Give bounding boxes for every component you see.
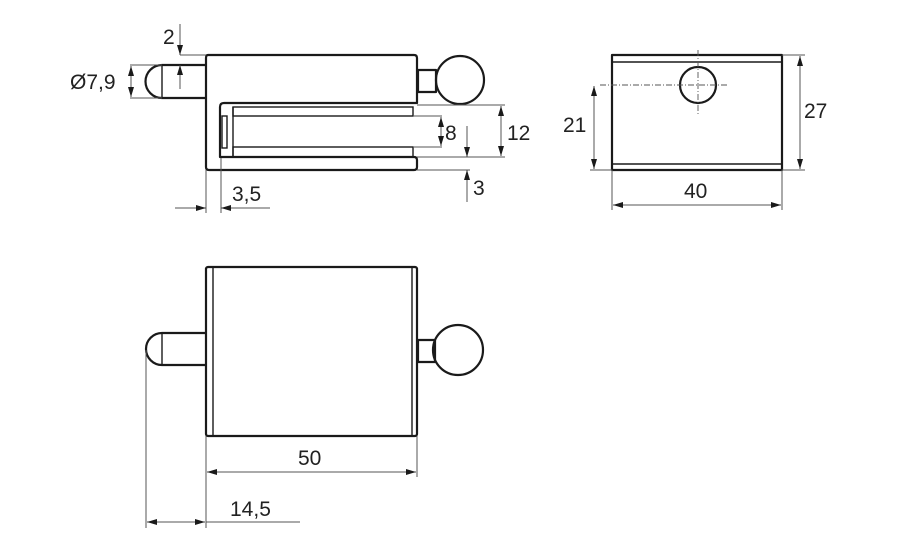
end-view: 21 27 40 [563,50,827,210]
top-knob-ball [431,323,485,377]
top-body [204,265,419,438]
dim-length: 50 [298,447,321,470]
side-knob-ball [434,54,486,106]
dim-hole-height: 21 [563,114,586,137]
side-knob-neck [416,68,438,94]
dim-flange: 3 [473,177,485,200]
dim-pin-projection: 14,5 [230,498,271,521]
top-view: 50 14,5 [144,265,485,528]
dim-slot-inner: 8 [445,122,457,145]
dim-wall: 3,5 [232,183,261,206]
side-rail-top [232,106,414,117]
side-rail-bottom [232,146,414,158]
side-body [204,53,419,172]
dim-height: 27 [804,100,827,123]
side-clip [221,115,228,149]
dim-pin-diameter: Ø7,9 [70,71,116,94]
end-body [610,53,784,172]
side-pin [144,63,206,100]
top-pin [144,331,206,367]
dim-width: 40 [684,180,707,203]
top-knob-neck [416,338,437,364]
dim-slot-outer: 12 [507,122,530,145]
side-view: 2 Ø7,9 8 12 3 3,5 [70,24,530,213]
dim-offset: 2 [163,26,175,49]
